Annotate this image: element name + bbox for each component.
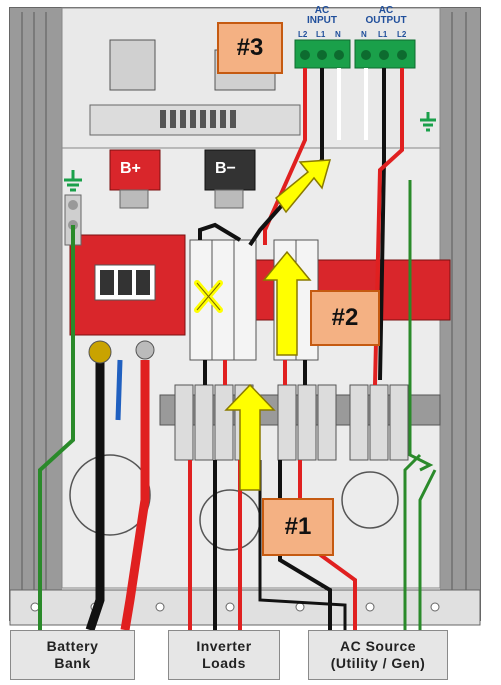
output-terminal-label: L1 <box>378 30 388 39</box>
heatsink-fins <box>21 12 467 600</box>
ac-input-header-line1: AC <box>314 5 330 16</box>
battery-bank-label-line1: Battery <box>46 638 99 654</box>
up-arrow-icon <box>274 159 332 214</box>
battery-negative-terminal <box>204 149 256 191</box>
battery-bank-label-line2: Bank <box>54 655 91 671</box>
battery-positive-label: B+ <box>120 160 141 177</box>
inverter-loads-label-line1: Inverter <box>196 638 252 654</box>
terminal-modules <box>174 384 409 461</box>
callout-step-3: #3 <box>217 22 283 74</box>
ac-input-header: AC INPUT <box>296 6 348 26</box>
base-plate <box>9 589 481 626</box>
battery-bank-label: Battery Bank <box>10 630 135 680</box>
up-arrow-icon <box>224 383 276 491</box>
ac-source-label-line2: (Utility / Gen) <box>330 655 426 671</box>
callout-step-1: #1 <box>262 498 334 556</box>
input-terminal-label: L2 <box>298 30 308 39</box>
ac-input-header-line2: INPUT <box>307 15 337 26</box>
ground-wire-source <box>403 453 422 630</box>
up-arrow-icon <box>262 250 312 356</box>
inverter-loads-label-line2: Loads <box>202 655 246 671</box>
output-terminal-label: L2 <box>397 30 407 39</box>
board-terminals <box>160 110 236 128</box>
ac-source-label: AC Source (Utility / Gen) <box>308 630 448 680</box>
callout-step-2: #2 <box>310 290 380 346</box>
battery-negative-cable <box>85 360 105 632</box>
ac-source-label-line1: AC Source <box>339 638 417 654</box>
input-terminal-label: N <box>335 30 341 39</box>
battery-positive-cable <box>120 360 150 631</box>
terminal-screws <box>300 50 407 60</box>
output-terminal-label: N <box>361 30 367 39</box>
ground-symbol-icon <box>64 170 82 192</box>
inverter-loads-label: Inverter Loads <box>168 630 280 680</box>
ground-symbol-icon <box>420 112 436 132</box>
ac-output-header-line1: AC <box>378 5 394 16</box>
ac-output-header: AC OUTPUT <box>356 6 416 26</box>
battery-positive-terminal <box>109 149 161 191</box>
battery-negative-label: B− <box>215 160 236 177</box>
input-terminal-label: L1 <box>316 30 326 39</box>
left-heatsink <box>10 8 62 608</box>
ground-wire-battery <box>38 225 75 630</box>
ac-output-header-line2: OUTPUT <box>365 15 407 26</box>
transformer <box>109 39 156 91</box>
knockout-3 <box>341 471 399 529</box>
knockout-2 <box>69 454 151 536</box>
